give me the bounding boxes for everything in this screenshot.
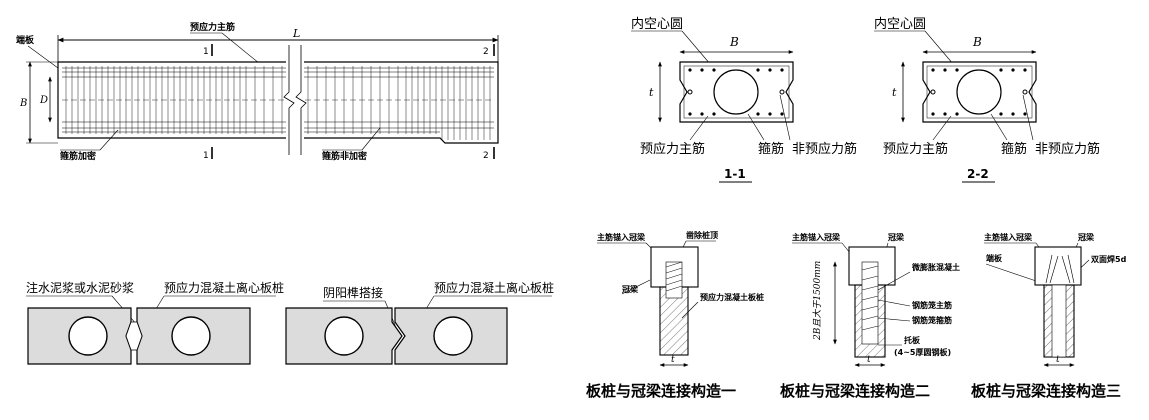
support-plate-label: 托板 — [904, 335, 921, 345]
section-thickness-label: t — [892, 86, 897, 99]
end-plate-label: 端板 — [986, 253, 1003, 263]
nonprestressed-bar-label: 非预应力筋 — [1035, 141, 1100, 157]
anchor-label: 主筋锚入冠梁 — [792, 232, 841, 242]
support-plate-note: (4~5厚圆钢板) — [894, 347, 951, 357]
main-bar-label: 预应力主筋 — [190, 21, 235, 33]
rebar-dots — [930, 68, 1028, 116]
prestressed-bar-label: 预应力主筋 — [883, 141, 948, 157]
section-title: 1-1 — [724, 167, 746, 181]
connection-detail-3: 主筋锚入冠梁 冠梁 端板 双面焊5d t 板桩与冠梁连接构造三 — [971, 232, 1127, 400]
connection-detail-2: 主筋锚入冠梁 冠梁 微膨胀混凝土 钢筋笼主筋 钢筋笼箍筋 托板 (4~5厚圆钢板… — [780, 232, 960, 400]
diameter-label-d: D — [39, 95, 48, 106]
cage-stirrup-label: 钢筋笼箍筋 — [912, 315, 952, 325]
hollow-label: 内空心圆 — [631, 16, 683, 32]
anchor-length-label: 2B且大于1500mm — [812, 261, 823, 341]
thickness-label: t — [867, 355, 871, 365]
cap-beam-label: 冠梁 — [888, 232, 905, 242]
cap-beam-label: 冠梁 — [622, 284, 639, 294]
pile-label: 预应力混凝土离心板桩 — [164, 280, 284, 295]
cage-main-bar-label: 钢筋笼主筋 — [912, 300, 952, 310]
tongue-label: 阴阳榫搭接 — [323, 285, 383, 300]
section-mark-2-top: 2 — [483, 47, 489, 57]
expansive-concrete-label: 微膨胀混凝土 — [911, 262, 960, 272]
rebar-dots — [687, 68, 785, 116]
connection-detail-1: 主筋锚入冠梁 凿除桩顶 冠梁 预应力混凝土板桩 t 板桩与冠梁连接构造一 — [586, 230, 764, 400]
pile-elevation: L 端板 预应力主筋 1 1 2 2 B D — [16, 21, 499, 162]
prestressed-bar-label: 预应力主筋 — [640, 141, 705, 157]
section-2-2: 内空心圆 B t 预应力主筋 箍筋 非预应力筋 2-2 — [874, 16, 1100, 183]
connection-title: 板桩与冠梁连接构造二 — [780, 382, 930, 400]
anchor-label: 主筋锚入冠梁 — [984, 232, 1033, 242]
hollow-label: 内空心圆 — [874, 16, 926, 32]
section-1-1: 内空心圆 B t 预应力主筋 箍筋 非预应力筋 1-1 — [631, 16, 857, 183]
pile-label: 预应力混凝土离心板桩 — [434, 280, 554, 295]
thickness-label: t — [671, 355, 675, 365]
length-label: L — [292, 27, 300, 40]
nonprestressed-bar-label: 非预应力筋 — [792, 141, 857, 157]
dense-stirrup-label: 箍筋加密 — [59, 150, 96, 162]
anchor-label: 主筋锚入冠梁 — [597, 232, 646, 242]
stirrup-lines — [65, 66, 491, 140]
joint-grout: 注水泥浆或水泥砂浆 预应力混凝土离心板桩 — [26, 280, 284, 365]
joint-tongue-groove: 阴阳榫搭接 预应力混凝土离心板桩 — [285, 280, 554, 365]
section-mark-1-bottom: 1 — [203, 151, 209, 161]
width-label-b: B — [19, 98, 27, 109]
weld-label: 双面焊5d — [1091, 254, 1127, 264]
section-mark-2-bottom: 2 — [483, 151, 489, 161]
grout-label: 注水泥浆或水泥砂浆 — [26, 280, 134, 295]
section-width-label: B — [972, 35, 982, 49]
section-thickness-label: t — [649, 86, 654, 99]
stirrup-label: 箍筋 — [1001, 141, 1027, 157]
section-mark-1-top: 1 — [203, 47, 209, 57]
section-title: 2-2 — [967, 167, 989, 181]
section-width-label: B — [729, 35, 739, 49]
connection-title: 板桩与冠梁连接构造三 — [971, 382, 1121, 400]
connection-title: 板桩与冠梁连接构造一 — [586, 382, 736, 400]
end-plate-label: 端板 — [16, 34, 35, 46]
thickness-label: t — [1056, 355, 1060, 365]
pile-label: 预应力混凝土板桩 — [700, 292, 764, 302]
cap-beam-label: 冠梁 — [1078, 232, 1095, 242]
normal-stirrup-label: 箍筋非加密 — [321, 150, 367, 162]
stirrup-label: 箍筋 — [758, 141, 784, 157]
cut-top-label: 凿除桩顶 — [686, 230, 718, 240]
